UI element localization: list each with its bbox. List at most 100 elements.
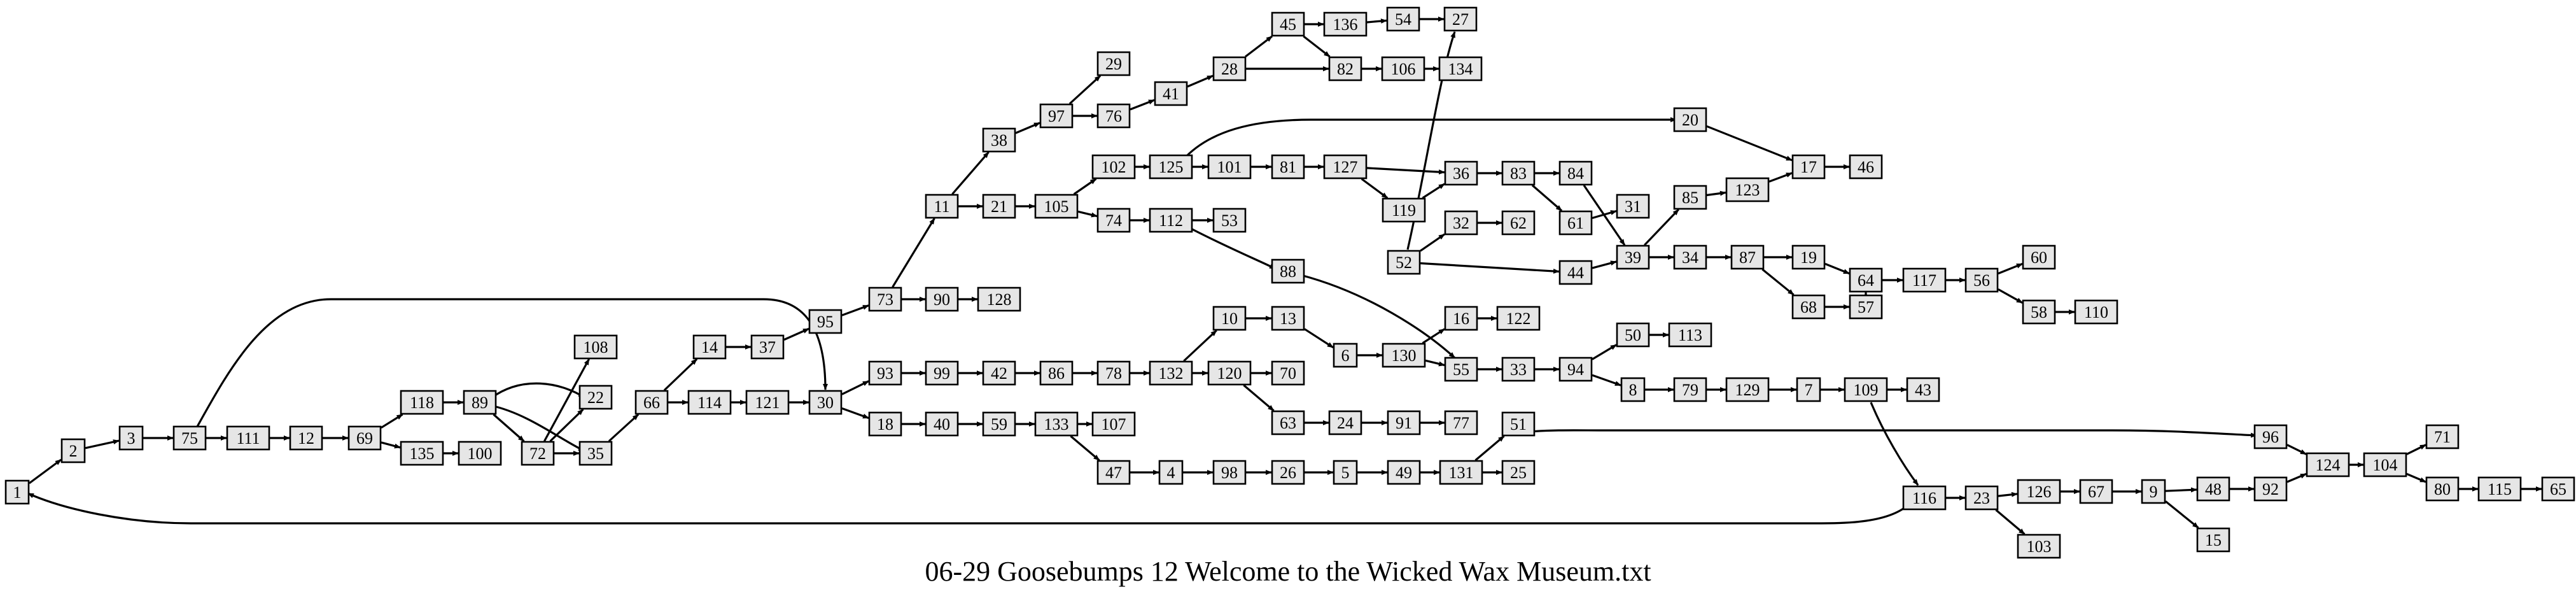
edge-72-to-108 bbox=[543, 358, 591, 442]
node-23: 23 bbox=[1964, 485, 1999, 511]
node-box bbox=[1328, 410, 1362, 435]
edge-109-to-116 bbox=[1870, 402, 1919, 486]
node-label: 81 bbox=[1280, 158, 1296, 176]
node-8: 8 bbox=[1620, 377, 1646, 402]
node-113: 113 bbox=[1668, 322, 1712, 348]
node-box bbox=[1496, 306, 1541, 331]
node-label: 117 bbox=[1912, 271, 1936, 290]
edge-125-to-20 bbox=[1181, 117, 1677, 162]
node-56: 56 bbox=[1964, 267, 1999, 293]
node-label: 118 bbox=[410, 393, 434, 412]
node-6: 6 bbox=[1333, 343, 1358, 368]
node-69: 69 bbox=[347, 425, 382, 451]
node-13: 13 bbox=[1271, 306, 1305, 331]
node-label: 7 bbox=[1805, 381, 1813, 399]
node-71: 71 bbox=[2425, 424, 2460, 449]
node-box bbox=[1730, 244, 1765, 270]
node-label: 101 bbox=[1217, 158, 1242, 176]
node-label: 2 bbox=[69, 442, 78, 460]
edge-19-to-64 bbox=[1824, 262, 1850, 275]
node-label: 63 bbox=[1280, 414, 1296, 432]
node-58: 58 bbox=[2022, 299, 2056, 325]
node-box bbox=[1444, 160, 1478, 186]
node-label: 32 bbox=[1453, 214, 1469, 232]
node-20: 20 bbox=[1673, 107, 1707, 132]
node-box bbox=[1207, 154, 1252, 180]
node-box bbox=[1034, 411, 1079, 437]
node-10: 10 bbox=[1212, 306, 1247, 331]
node-box bbox=[1271, 460, 1305, 485]
node-box bbox=[868, 411, 902, 437]
node-box bbox=[1849, 267, 1883, 293]
node-74: 74 bbox=[1096, 208, 1131, 233]
node-38: 38 bbox=[982, 127, 1016, 153]
node-11: 11 bbox=[925, 194, 959, 219]
node-label: 53 bbox=[1221, 211, 1238, 230]
node-label: 34 bbox=[1682, 248, 1698, 267]
node-5: 5 bbox=[1333, 460, 1358, 485]
node-box bbox=[1212, 306, 1247, 331]
node-box bbox=[578, 441, 613, 466]
node-label: 83 bbox=[1510, 164, 1527, 183]
node-40: 40 bbox=[925, 411, 959, 437]
node-37: 37 bbox=[750, 334, 785, 360]
edge-35-to-66 bbox=[608, 413, 640, 442]
node-box bbox=[692, 334, 727, 360]
node-84: 84 bbox=[1558, 160, 1593, 186]
node-box bbox=[118, 425, 144, 451]
node-72: 72 bbox=[521, 441, 555, 466]
node-box bbox=[1791, 244, 1826, 270]
edge-66-to-14 bbox=[663, 358, 698, 392]
node-label: 48 bbox=[2205, 480, 2222, 498]
node-label: 80 bbox=[2434, 480, 2451, 498]
edge-130-to-55 bbox=[1425, 359, 1445, 367]
node-box bbox=[1034, 194, 1079, 219]
edge-92-to-124 bbox=[2286, 472, 2307, 483]
node-67: 67 bbox=[2079, 479, 2113, 504]
edge-52-to-32 bbox=[1420, 233, 1445, 252]
node-label: 122 bbox=[1506, 309, 1531, 328]
node-135: 135 bbox=[400, 441, 444, 466]
node-box bbox=[2196, 527, 2230, 553]
node-box bbox=[578, 385, 613, 410]
node-53: 53 bbox=[1212, 208, 1247, 233]
edge-39-to-85 bbox=[1644, 208, 1679, 246]
node-114: 114 bbox=[687, 390, 732, 415]
node-label: 10 bbox=[1221, 309, 1238, 328]
node-box bbox=[2477, 476, 2522, 502]
node-label: 31 bbox=[1625, 197, 1641, 216]
node-label: 37 bbox=[759, 338, 776, 357]
node-label: 109 bbox=[1854, 381, 1879, 399]
node-label: 67 bbox=[2088, 483, 2104, 501]
node-label: 50 bbox=[1625, 326, 1641, 344]
node-box bbox=[1096, 51, 1131, 76]
node-24: 24 bbox=[1328, 410, 1362, 435]
node-99: 99 bbox=[925, 360, 959, 386]
node-label: 87 bbox=[1739, 248, 1756, 267]
node-label: 28 bbox=[1221, 60, 1238, 78]
node-label: 23 bbox=[1973, 489, 1990, 507]
node-64: 64 bbox=[1849, 267, 1883, 293]
node-label: 22 bbox=[587, 388, 604, 407]
node-label: 103 bbox=[2027, 537, 2052, 556]
node-box bbox=[463, 390, 497, 415]
node-label: 51 bbox=[1510, 415, 1527, 434]
node-label: 112 bbox=[1159, 211, 1183, 230]
edge-56-to-58 bbox=[1998, 288, 2023, 304]
edge-105-to-74 bbox=[1077, 210, 1098, 218]
node-box bbox=[1091, 154, 1136, 180]
node-box bbox=[400, 390, 444, 415]
node-15: 15 bbox=[2196, 527, 2230, 553]
node-34: 34 bbox=[1673, 244, 1707, 270]
node-16: 16 bbox=[1444, 306, 1478, 331]
node-label: 133 bbox=[1044, 415, 1069, 434]
node-120: 120 bbox=[1207, 360, 1252, 386]
node-label: 119 bbox=[1392, 201, 1416, 220]
node-35: 35 bbox=[578, 441, 613, 466]
node-box bbox=[1271, 258, 1305, 284]
node-label: 134 bbox=[1448, 60, 1473, 78]
node-93: 93 bbox=[868, 360, 902, 386]
node-label: 74 bbox=[1105, 211, 1122, 230]
node-label: 89 bbox=[472, 393, 488, 412]
node-box bbox=[1333, 343, 1358, 368]
